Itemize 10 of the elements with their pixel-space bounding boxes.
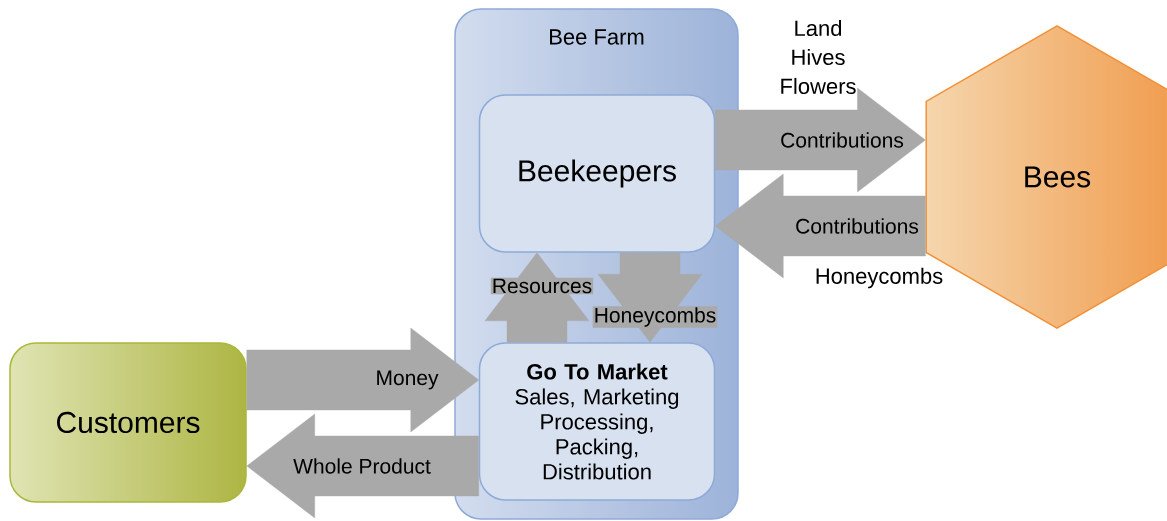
process-box: Beekeepers [478, 94, 716, 253]
block-arrow [246, 327, 479, 433]
annotation-text: Land Hives Flowers [781, 19, 856, 95]
edge-label: Contributions [779, 131, 905, 149]
process-box: Go To Market Sales, Marketing Processing, Packing, Distribution [478, 342, 716, 501]
terminal-box: Customers [9, 342, 247, 503]
edge-label: Money [374, 369, 440, 391]
edge-label: Contributions [794, 217, 920, 235]
edge-label: Honeycombs [592, 306, 718, 328]
edge-label: Whole Product [292, 457, 432, 475]
